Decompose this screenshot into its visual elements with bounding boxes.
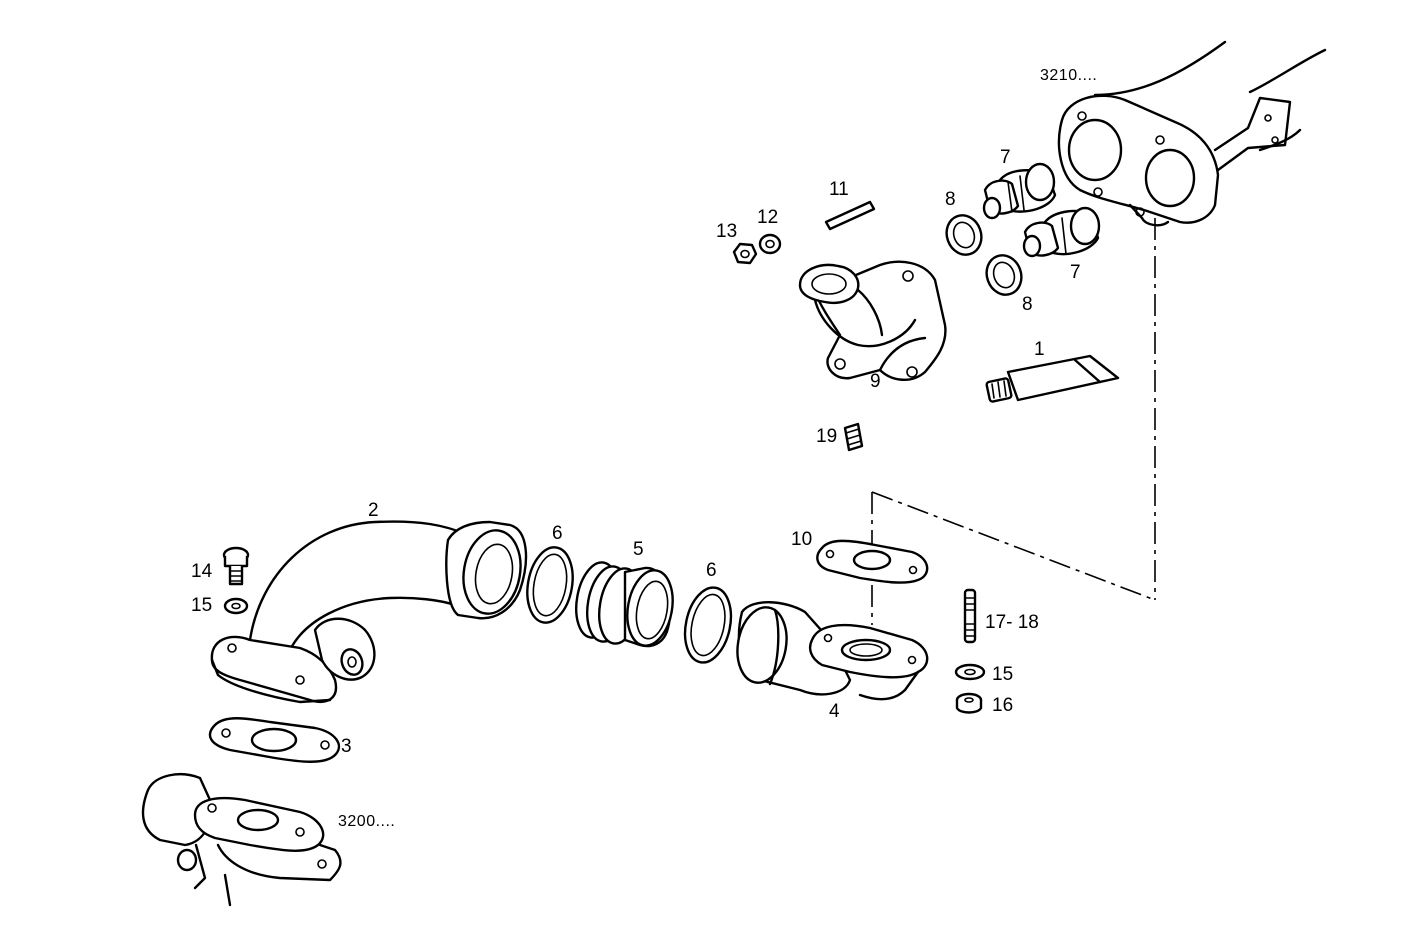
label-part-11: 11 xyxy=(829,179,849,200)
label-part-15-left: 15 xyxy=(191,595,212,616)
flange-pipe-4 xyxy=(736,601,929,701)
sealing-ring-6-left xyxy=(526,546,574,624)
label-part-8-lower: 8 xyxy=(1022,294,1033,315)
pin-11 xyxy=(824,200,876,231)
exhaust-pipe-2 xyxy=(210,520,528,704)
grub-screw-19 xyxy=(843,422,864,452)
gasket-10 xyxy=(816,539,929,584)
reference-3210: 3210.... xyxy=(1040,67,1097,84)
bellows-compensator-5 xyxy=(575,561,674,648)
lower-manifold-3200: 3200.... xyxy=(141,773,395,907)
sealing-ring-6-right xyxy=(683,586,733,664)
label-part-10: 10 xyxy=(791,529,812,550)
label-part-13: 13 xyxy=(716,221,737,242)
sealing-ring-8-upper xyxy=(945,214,983,256)
sealant-tube-1 xyxy=(985,354,1120,403)
washer-12 xyxy=(758,233,782,255)
reference-3200: 3200.... xyxy=(338,813,395,830)
sealing-ring-8-lower xyxy=(985,254,1023,296)
screw-14 xyxy=(222,546,250,586)
label-part-7-upper: 7 xyxy=(1000,147,1011,168)
upper-manifold-3210: 3210.... xyxy=(1040,40,1327,227)
washer-15-left xyxy=(223,597,249,615)
stud-17-18 xyxy=(963,588,977,644)
label-part-1: 1 xyxy=(1034,339,1045,360)
label-part-17-18: 17- 18 xyxy=(985,612,1039,633)
label-part-12: 12 xyxy=(757,207,778,228)
label-part-6-right: 6 xyxy=(706,560,717,581)
nut-16 xyxy=(955,692,983,714)
label-part-5: 5 xyxy=(633,539,644,560)
elbow-housing-9 xyxy=(798,260,947,381)
valve-insert-upper xyxy=(982,162,1057,220)
assembly-centerlines xyxy=(871,218,1156,625)
nut-13 xyxy=(732,242,758,265)
label-part-16: 16 xyxy=(992,695,1013,716)
label-part-9: 9 xyxy=(870,371,881,392)
part-labels: 1 2 3 4 5 6 6 7 7 8 8 9 10 11 12 13 14 1… xyxy=(191,147,1081,757)
label-part-6-left: 6 xyxy=(552,523,563,544)
label-part-4: 4 xyxy=(829,701,840,722)
label-part-3: 3 xyxy=(341,736,352,757)
label-part-15-right: 15 xyxy=(992,664,1013,685)
label-part-2: 2 xyxy=(368,500,379,521)
washer-15-right xyxy=(954,663,986,681)
label-part-7-lower: 7 xyxy=(1070,262,1081,283)
label-part-8-upper: 8 xyxy=(945,189,956,210)
label-part-14: 14 xyxy=(191,561,213,582)
valve-insert-lower xyxy=(1022,206,1101,258)
gasket-3 xyxy=(208,717,341,763)
label-part-19: 19 xyxy=(816,426,837,447)
